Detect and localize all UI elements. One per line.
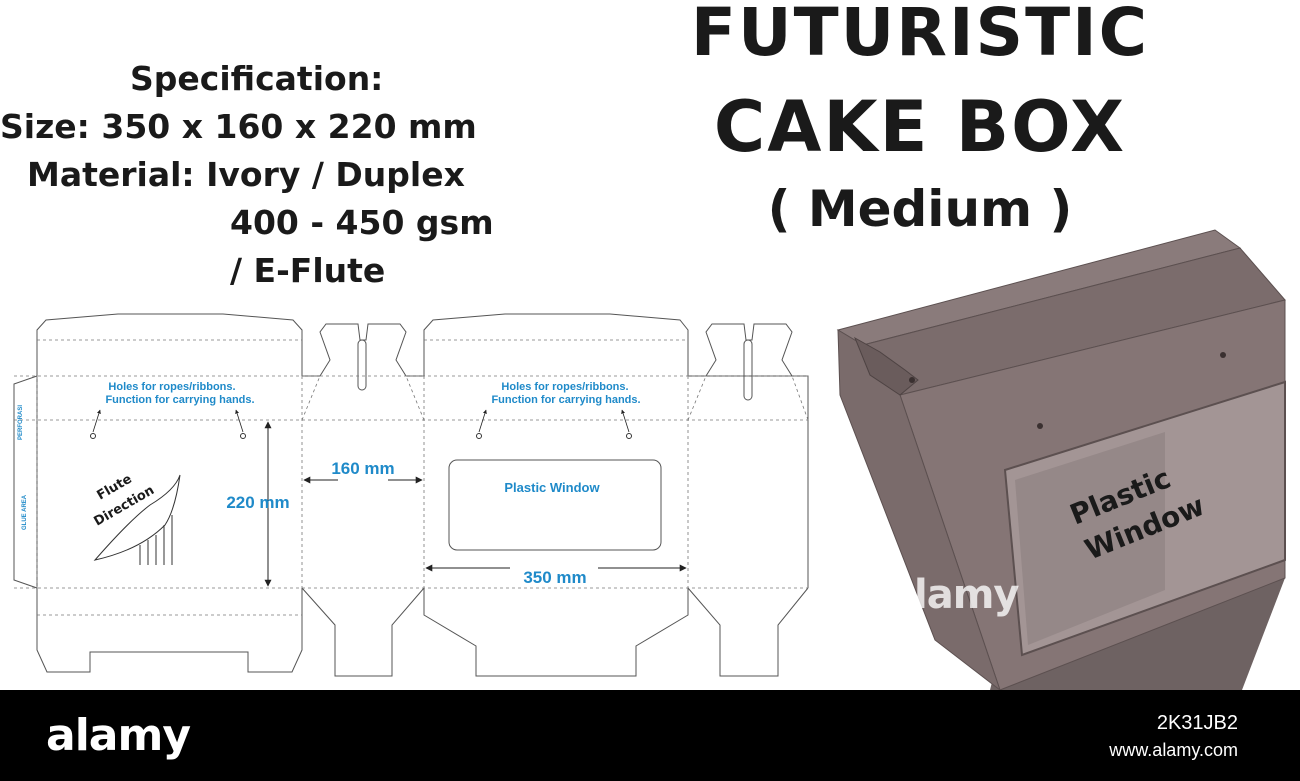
glue-area-label: GLUE AREA <box>22 494 28 530</box>
footer-image-id: 2K31JB2 <box>1156 712 1238 734</box>
panel-4-bottom <box>687 587 809 677</box>
rope-hole <box>626 433 632 439</box>
box-window-interior <box>1015 432 1165 645</box>
spec-size: Size: 350 x 160 x 220 mm <box>0 107 477 146</box>
holes-note-3-line-2: Function for carrying hands. <box>491 394 640 406</box>
rope-hole <box>240 433 246 439</box>
panel-1-outline <box>36 313 303 588</box>
flute-direction-graphic <box>93 474 181 565</box>
rope-hole <box>90 433 96 439</box>
box-rope-hole <box>909 377 915 383</box>
title-line-1: FUTURISTIC <box>690 0 1150 71</box>
panel-1-bottom <box>36 588 303 673</box>
holes-note-1-line-1: Holes for ropes/ribbons. <box>108 381 235 393</box>
box-end-flap <box>854 336 919 396</box>
rope-holes <box>90 433 632 439</box>
footer-bar: alamy 2K31JB2 www.alamy.com <box>0 690 1300 781</box>
holes-note-1-line-2: Function for carrying hands. <box>105 394 254 406</box>
panel-3-bottom <box>423 588 689 677</box>
box-rope-hole <box>1037 423 1043 429</box>
holes-note-3-line-1: Holes for ropes/ribbons. <box>501 381 628 393</box>
dieline <box>13 313 809 677</box>
perforation-label: PERFORASI <box>18 405 24 440</box>
spec-flute: / E-Flute <box>230 251 386 290</box>
plastic-window-cutout <box>448 459 662 551</box>
width-dimension-label: 350 mm <box>523 568 586 587</box>
panel-4-right-edge <box>688 375 809 588</box>
depth-dimension-label: 160 mm <box>331 459 394 478</box>
title-line-3: ( Medium ) <box>767 180 1073 238</box>
slot-left <box>357 339 367 391</box>
box-rope-hole <box>1220 352 1226 358</box>
rope-hole <box>476 433 482 439</box>
plastic-window-label: Plastic Window <box>504 480 600 495</box>
title-line-2: CAKE BOX <box>713 86 1127 168</box>
hole-pointers <box>92 409 630 433</box>
panel-3-outline <box>423 313 689 376</box>
box-mockup <box>836 229 1286 690</box>
diagram-canvas: Holes for ropes/ribbons. Function for ca… <box>13 229 1286 690</box>
panel-4-top-flap <box>705 323 793 377</box>
panel-2-top-flap <box>319 323 407 377</box>
crease-lines <box>14 339 809 616</box>
footer-url[interactable]: www.alamy.com <box>1109 740 1238 760</box>
footer-logo[interactable]: alamy <box>46 710 191 761</box>
spec-material: Material: Ivory / Duplex <box>27 155 465 194</box>
spec-heading: Specification: <box>130 59 384 98</box>
glue-flap <box>13 375 38 589</box>
spec-weight: 400 - 450 gsm <box>230 203 494 242</box>
slot-right <box>743 339 753 401</box>
watermark: alamy <box>888 572 1019 618</box>
panel-2-bottom <box>301 587 425 677</box>
height-dimension-label: 220 mm <box>226 493 289 512</box>
